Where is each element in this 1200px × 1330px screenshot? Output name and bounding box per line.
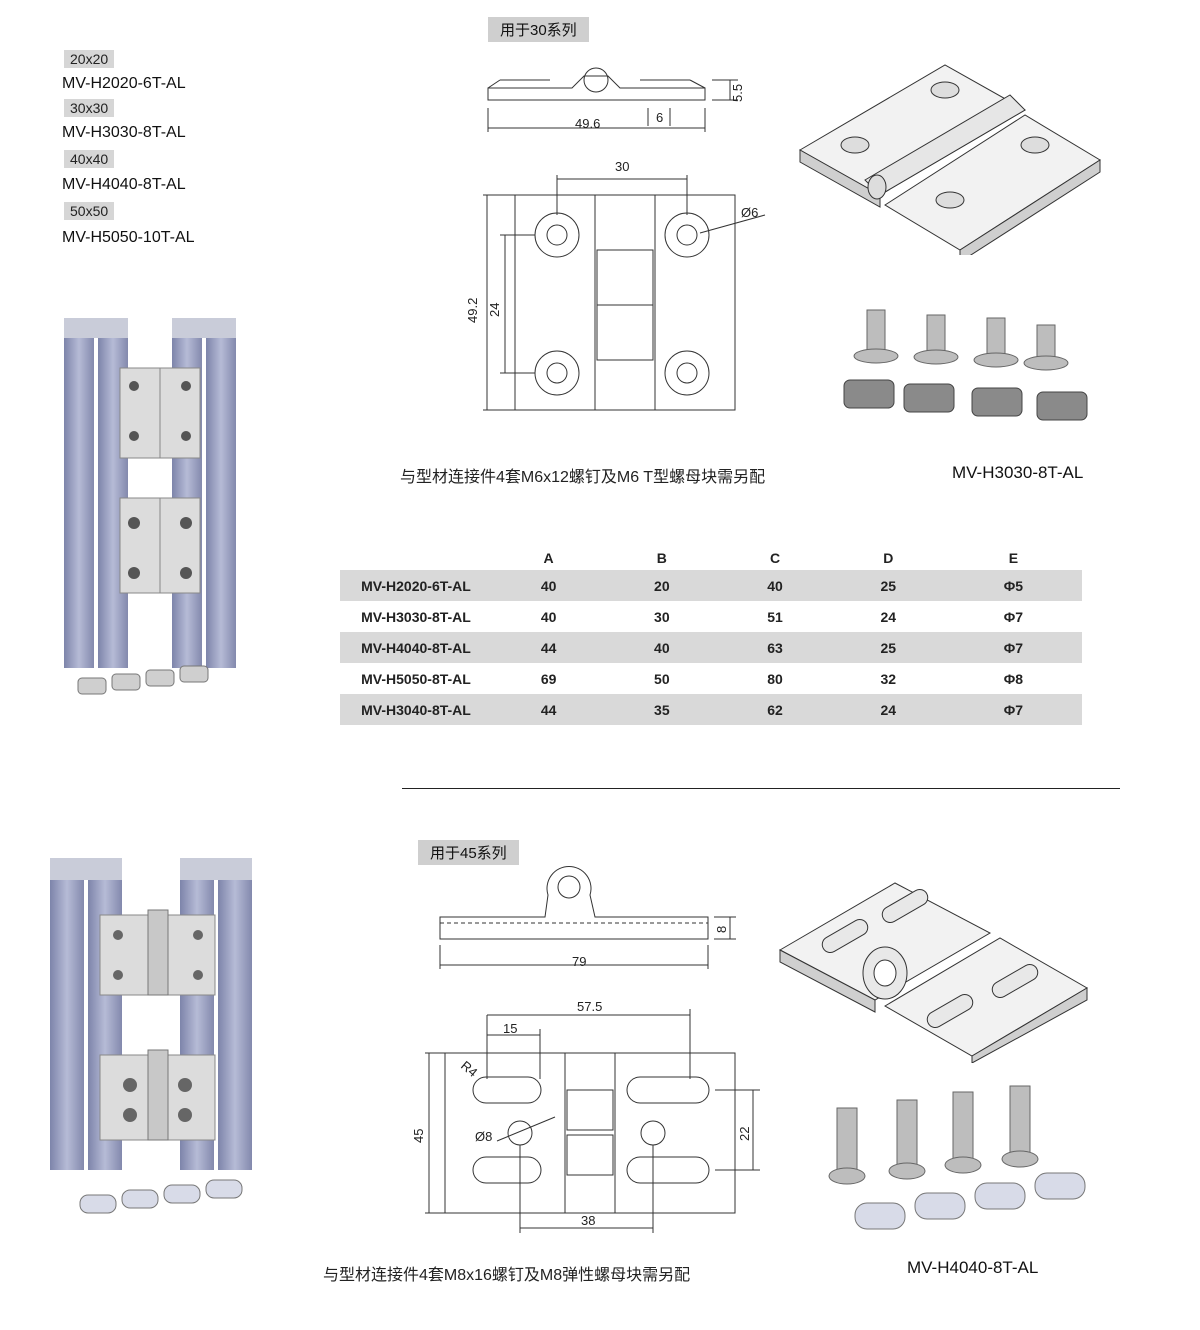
table-cell: MV-H5050-8T-AL (361, 670, 471, 687)
table-cell: 80 (767, 670, 783, 687)
table-cell: 44 (492, 694, 606, 725)
table-cell: Φ7 (944, 694, 1082, 725)
hinge30-side-view: 49.6 6 5.5 (487, 67, 745, 132)
table-cell: 40 (718, 570, 832, 601)
table-row: MV-H3030-8T-AL 40 30 51 24 Φ7 (340, 601, 1082, 632)
hinge30-top-view: 30 Ø6 49.2 24 (465, 159, 766, 411)
series-label-30: 用于30系列 (488, 17, 589, 42)
table-cell: Φ8 (1003, 670, 1024, 687)
table-header: D (883, 550, 894, 566)
dim-vspacing-30: 24 (487, 303, 502, 317)
dim-radius-45: R4 (458, 1058, 480, 1080)
table-cell: 20 (605, 570, 719, 601)
screws-nuts-45-photo (828, 1085, 1086, 1230)
dim-width-45: 79 (572, 954, 586, 969)
table-cell: 40 (540, 608, 557, 625)
caption-45: 与型材连接件4套M8x16螺钉及M8弹性螺母块需另配 (323, 1267, 691, 1284)
table-cell: 63 (718, 632, 832, 663)
model-2020: MV-H2020-6T-AL (62, 75, 186, 92)
section-divider (402, 788, 1120, 789)
table-cell: 35 (605, 694, 719, 725)
table-cell: 40 (605, 632, 719, 663)
dim-hole-dia-45: Ø8 (475, 1129, 492, 1144)
dim-width-30: 49.6 (575, 116, 600, 131)
table-cell: 24 (831, 694, 945, 725)
dim-length-30: 49.2 (465, 298, 480, 323)
dim-slot-45: 15 (503, 1021, 517, 1036)
dim-hole-spacing-30: 30 (615, 159, 629, 174)
screws-nuts-30-photo (832, 300, 1100, 435)
hinge45-3d-render (778, 882, 1088, 1063)
table-cell: 44 (492, 632, 606, 663)
size-badge-30: 30x30 (64, 99, 115, 117)
model-caption-45: MV-H4040-8T-AL (907, 1258, 1039, 1277)
table-row: MV-H4040-8T-AL 44 40 63 25 Φ7 (340, 632, 1082, 663)
table-cell: 30 (654, 608, 670, 625)
spec-table: A B C D E MV-H2020-6T-AL 40 20 40 25 Φ5 … (340, 546, 1082, 725)
table-header: B (656, 550, 667, 566)
caption-30: 与型材连接件4套M6x12螺钉及M6 T型螺母块需另配 (400, 469, 766, 486)
table-cell: 25 (831, 570, 945, 601)
table-cell: 69 (540, 670, 557, 687)
model-3030: MV-H3030-8T-AL (62, 124, 186, 141)
size-badge-40: 40x40 (64, 150, 115, 168)
table-cell: 62 (718, 694, 832, 725)
series-label-45: 用于45系列 (418, 840, 519, 865)
size-badge-50: 50x50 (64, 202, 115, 220)
table-row: MV-H2020-6T-AL 40 20 40 25 Φ5 (340, 570, 1082, 601)
table-header: E (1008, 550, 1019, 566)
dim-height-45: 45 (411, 1129, 426, 1143)
model-caption-30: MV-H3030-8T-AL (952, 463, 1084, 482)
dim-bottom-45: 38 (581, 1213, 595, 1228)
hinge30-3d-render (798, 64, 1101, 255)
dim-hole-dia-30: Ø6 (741, 205, 758, 220)
table-cell: 50 (654, 670, 670, 687)
model-4040: MV-H4040-8T-AL (62, 176, 186, 193)
dim-vspacing-45: 22 (737, 1127, 752, 1141)
table-cell: 32 (880, 670, 897, 687)
hinge45-side-view: 79 8 (439, 865, 736, 969)
table-header: A (543, 550, 554, 566)
table-row: MV-H5050-8T-AL 69 50 80 32 Φ8 (340, 663, 1082, 694)
table-cell: Φ7 (944, 632, 1082, 663)
table-cell: MV-H3030-8T-AL (361, 608, 471, 625)
table-header-row: A B C D E (340, 546, 1082, 570)
dim-hole-spacing-45: 57.5 (577, 999, 602, 1014)
table-cell: MV-H3040-8T-AL (340, 694, 492, 725)
table-row: MV-H3040-8T-AL 44 35 62 24 Φ7 (340, 694, 1082, 725)
table-cell: 24 (880, 608, 897, 625)
table-cell: 25 (831, 632, 945, 663)
table-cell: MV-H4040-8T-AL (340, 632, 492, 663)
dim-thickness-45: 8 (714, 926, 729, 933)
model-5050: MV-H5050-10T-AL (62, 229, 195, 246)
profile-assembly-45-illustration (50, 858, 252, 1214)
profile-assembly-30-illustration (64, 318, 236, 695)
table-cell: Φ7 (1003, 608, 1024, 625)
table-header: C (769, 550, 781, 566)
size-badge-20: 20x20 (64, 50, 115, 68)
dim-offset-30: 6 (656, 110, 663, 125)
table-cell: 51 (767, 608, 783, 625)
table-cell: Φ5 (944, 570, 1082, 601)
table-cell: 40 (492, 570, 606, 601)
dim-height-30: 5.5 (730, 84, 745, 102)
table-header (340, 546, 492, 570)
hinge45-top-view: 57.5 15 R4 Ø8 45 22 38 (411, 999, 760, 1233)
table-cell: MV-H2020-6T-AL (340, 570, 492, 601)
